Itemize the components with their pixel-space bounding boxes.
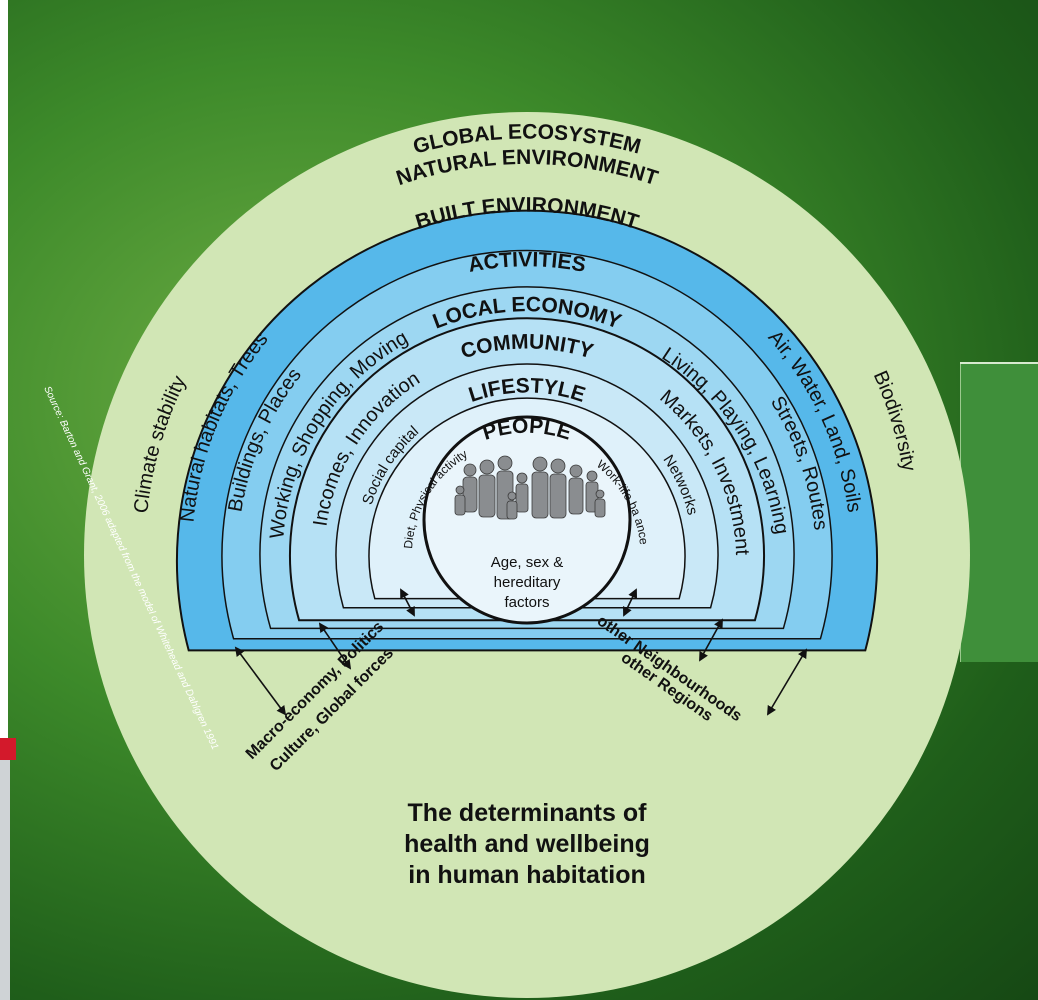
arrow-left-3	[400, 588, 415, 617]
people-line-3: factors	[504, 594, 549, 611]
people-silhouettes-icon	[454, 455, 606, 520]
right-panel-divider	[960, 362, 1038, 364]
caption-line-3: in human habitation	[408, 861, 646, 889]
influence-arrows	[234, 588, 807, 716]
arrow-right-1	[622, 588, 638, 617]
grey-accent-mark	[0, 760, 10, 1000]
arrow-right-3	[767, 648, 807, 716]
people-line-2: hereditary	[494, 574, 561, 591]
people-disc	[422, 415, 632, 625]
caption-line-2: health and wellbeing	[404, 830, 650, 858]
arrow-right-2	[699, 618, 723, 662]
arrow-left-1	[234, 646, 287, 716]
people-line-1: Age, sex &	[491, 554, 564, 571]
page-left-margin	[0, 0, 8, 1000]
red-accent-mark	[0, 738, 16, 760]
caption-line-1: The determinants of	[408, 799, 648, 827]
arrow-left-2	[318, 622, 352, 670]
